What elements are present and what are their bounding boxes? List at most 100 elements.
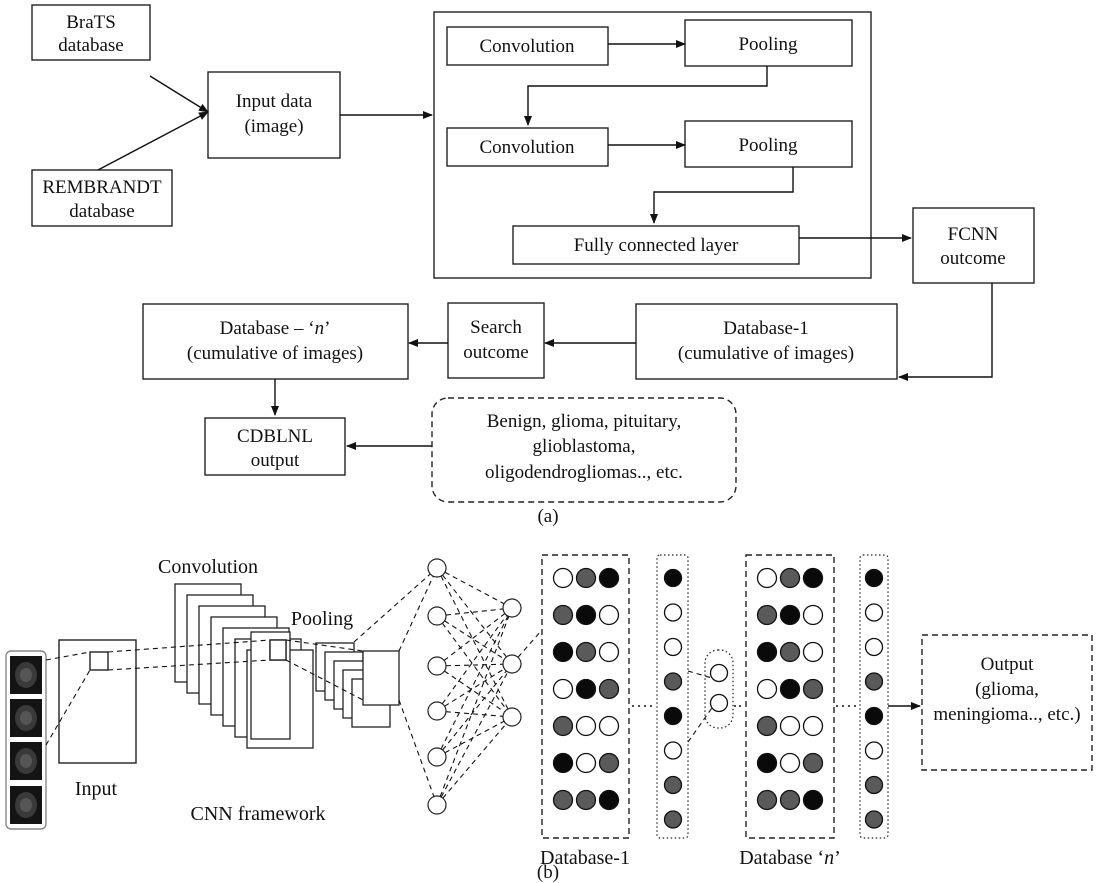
fc-edge <box>436 716 513 758</box>
grid-node <box>756 567 778 589</box>
grid-node <box>575 567 597 589</box>
conv1-label: Convolution <box>479 36 575 57</box>
column-node <box>864 672 884 691</box>
fc-edge <box>436 607 513 667</box>
fc-edge <box>436 607 513 617</box>
database-n-label-var: n <box>824 847 834 869</box>
column-node <box>663 741 683 760</box>
rembrandt-line-2: database <box>69 201 134 222</box>
column-node <box>663 672 683 691</box>
grid-node <box>552 752 574 774</box>
grid-node <box>552 567 574 589</box>
database1-node-grid <box>552 567 620 811</box>
fc-edge <box>353 567 438 643</box>
fc-edge <box>398 699 438 806</box>
grid-node <box>598 715 620 737</box>
fc-node <box>502 598 522 618</box>
fc-edge <box>436 665 513 718</box>
fc-node <box>502 707 522 727</box>
fcnn-line-1: FCNN <box>948 224 999 245</box>
column-node <box>663 637 683 657</box>
column-node <box>663 775 683 795</box>
search-line-2: outcome <box>463 342 528 363</box>
small-column-node <box>709 663 729 683</box>
arrow-rembrandt-to-input <box>97 111 209 171</box>
arrow-fcnn-to-db1 <box>898 283 993 381</box>
pool1-label: Pooling <box>738 34 798 55</box>
database-n-label: Database ‘n’ <box>739 847 841 869</box>
column-node <box>864 603 884 622</box>
column-node <box>864 568 884 588</box>
grid-node <box>598 604 620 626</box>
conv2-label: Convolution <box>479 137 575 158</box>
classes-line-3: oligodendrogliomas.., etc. <box>485 462 683 483</box>
grid-node <box>779 715 801 737</box>
fc-edge <box>436 716 513 806</box>
fc-edge <box>436 663 513 758</box>
column-node <box>864 637 884 657</box>
column2-nodes <box>864 568 884 829</box>
pool2-label: Pooling <box>738 135 798 156</box>
rembrandt-database-box: REMBRANDT database <box>31 169 173 227</box>
fc-edge <box>436 607 513 806</box>
column-node <box>663 810 683 829</box>
fc-edge <box>436 567 513 718</box>
grid-node <box>552 789 574 811</box>
mri-input-strip <box>5 650 47 830</box>
input-data-line-1: Input data <box>236 91 313 112</box>
mri-slice-4 <box>10 786 42 824</box>
grid-node <box>552 715 574 737</box>
arrow-pool2-to-fc <box>650 167 794 224</box>
grid-node <box>575 678 597 700</box>
grid-node <box>779 567 801 589</box>
database-n-label-prefix: Database ‘ <box>739 847 824 869</box>
database-n-line-1: Database – ‘n’ <box>220 318 331 339</box>
column-node <box>864 706 884 726</box>
database1-box <box>635 303 898 380</box>
fc-edge <box>436 663 513 806</box>
column1-frame <box>656 554 689 839</box>
arrow-pool1-to-conv2 <box>524 66 768 126</box>
fc-node <box>502 654 522 674</box>
small-column-frame <box>704 649 734 729</box>
fc-edge <box>436 615 513 718</box>
pool-feature-map <box>362 650 400 706</box>
database-n-label-suffix: ’ <box>834 847 841 869</box>
grid-node <box>598 752 620 774</box>
fc-layer-box <box>512 225 800 265</box>
grid-node <box>802 715 824 737</box>
input-label: Input <box>75 778 118 800</box>
conv2-box <box>446 127 609 167</box>
column2-frame <box>859 554 889 839</box>
column-node <box>864 775 884 795</box>
grid-node <box>552 678 574 700</box>
grid-node <box>552 604 574 626</box>
mri-slice-2 <box>10 699 42 737</box>
fc-node <box>427 747 447 767</box>
database1-line-1: Database-1 <box>723 318 808 339</box>
cdblnl-line-2: output <box>251 450 300 471</box>
search-line-1: Search <box>470 317 522 338</box>
fc-edge <box>436 615 513 665</box>
grid-node <box>802 567 824 589</box>
grid-node <box>756 604 778 626</box>
cdblnl-output-box <box>204 417 346 476</box>
classes-line-2: glioblastoma, <box>533 436 636 457</box>
arrow-brats-to-input <box>149 75 209 113</box>
database-n-var: n <box>315 318 325 339</box>
column-node <box>663 603 683 622</box>
search-outcome-box <box>447 302 545 379</box>
input-data-line-2: (image) <box>244 116 303 137</box>
fc-edge <box>436 663 513 667</box>
brats-line-2: database <box>58 35 123 56</box>
mri-slice-1 <box>10 656 42 694</box>
grid-node <box>598 789 620 811</box>
rembrandt-line-1: REMBRANDT <box>42 177 162 198</box>
caption-b: (b) <box>537 862 559 883</box>
grid-node <box>779 678 801 700</box>
brats-database-box: BraTS database <box>31 4 151 61</box>
grid-node <box>779 604 801 626</box>
grid-node <box>575 789 597 811</box>
pooling-feature-maps <box>315 642 400 728</box>
fcnn-line-2: outcome <box>940 248 1005 269</box>
